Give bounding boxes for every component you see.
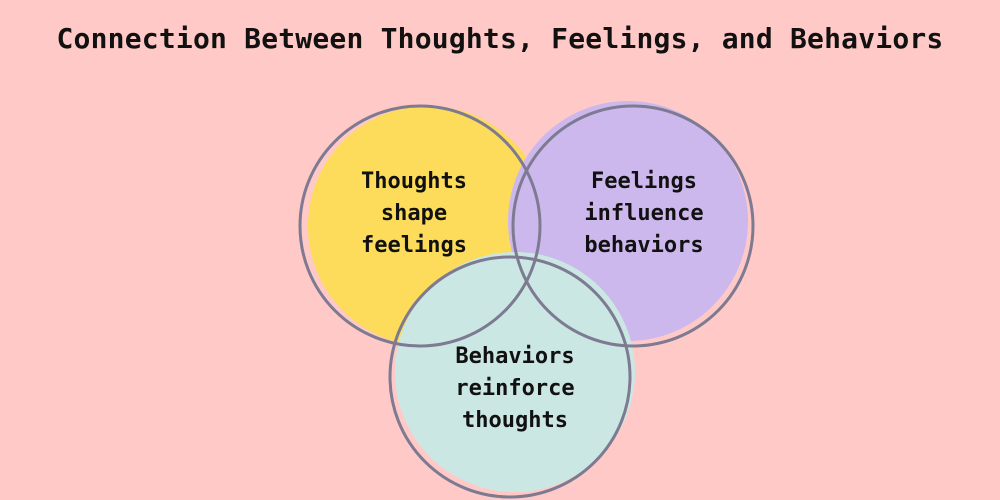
behaviors-circle-fill: [395, 252, 635, 492]
feelings-label-line-3: behaviors: [584, 233, 703, 258]
feelings-label-line-1: Feelings: [591, 169, 697, 194]
behaviors-label: Behaviors reinforce thoughts: [455, 344, 574, 433]
page-title: Connection Between Thoughts, Feelings, a…: [56, 22, 944, 55]
behaviors-label-line-1: Behaviors: [455, 344, 574, 369]
behaviors-label-line-3: thoughts: [462, 408, 568, 433]
behaviors-label-line-2: reinforce: [455, 376, 574, 401]
thoughts-label-line-3: feelings: [361, 233, 467, 258]
thoughts-label-line-2: shape: [381, 201, 447, 226]
behaviors-circle-outline: [388, 255, 632, 499]
thoughts-label: Thoughts shape feelings: [361, 169, 467, 258]
feelings-label-line-2: influence: [584, 201, 703, 226]
feelings-label: Feelings influence behaviors: [584, 169, 703, 258]
feelings-circle-outline: [511, 104, 755, 348]
thoughts-label-line-1: Thoughts: [361, 169, 467, 194]
thoughts-circle-outline: [298, 104, 542, 348]
